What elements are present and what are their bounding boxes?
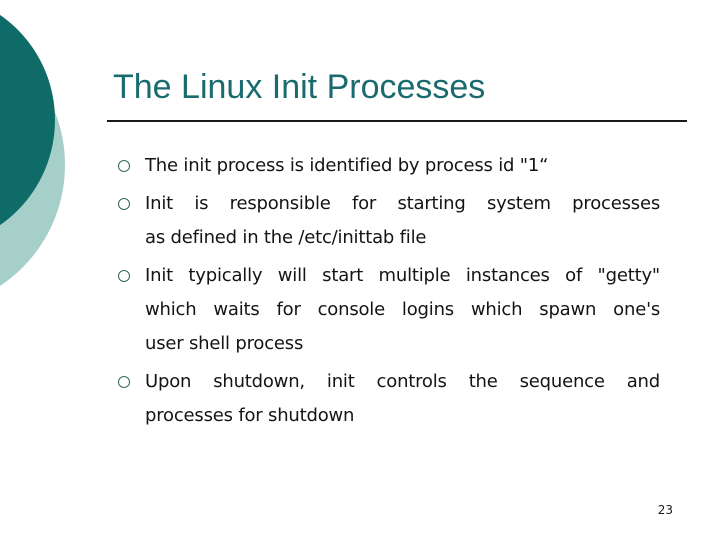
bullet-text-line: Init typically will start multiple insta… [145,265,660,286]
bullet-text-line: as defined in the /etc/inittab file [145,227,427,248]
bullet-text-line: Upon shutdown, init controls the sequenc… [145,371,660,392]
circle-bullet-icon [118,160,130,172]
bullet-text-line: Init is responsible for starting system … [145,193,660,214]
bullet-list: The init process is identified by proces… [118,149,663,437]
circle-bullet-icon [118,270,130,282]
bullet-text-line: The init process is identified by proces… [145,155,549,176]
bullet-item: Upon shutdown, init controls the sequenc… [118,365,663,433]
bullet-item: Init typically will start multiple insta… [118,259,663,361]
bullet-text: Init typically will start multiple insta… [145,259,660,361]
bullet-text-line: processes for shutdown [145,405,355,426]
bullet-text: Init is responsible for starting system … [145,187,660,255]
circle-bullet-icon [118,198,130,210]
bullet-text-line: user shell process [145,333,304,354]
bullet-text: Upon shutdown, init controls the sequenc… [145,365,660,433]
slide-title: The Linux Init Processes [113,68,486,106]
circle-bullet-icon [118,376,130,388]
bullet-item: Init is responsible for starting system … [118,187,663,255]
bullet-item: The init process is identified by proces… [118,149,663,183]
bullet-text-line: which waits for console logins which spa… [145,299,660,320]
bullet-text: The init process is identified by proces… [145,149,660,183]
page-number: 23 [657,503,673,517]
title-underline-rule [107,120,687,122]
